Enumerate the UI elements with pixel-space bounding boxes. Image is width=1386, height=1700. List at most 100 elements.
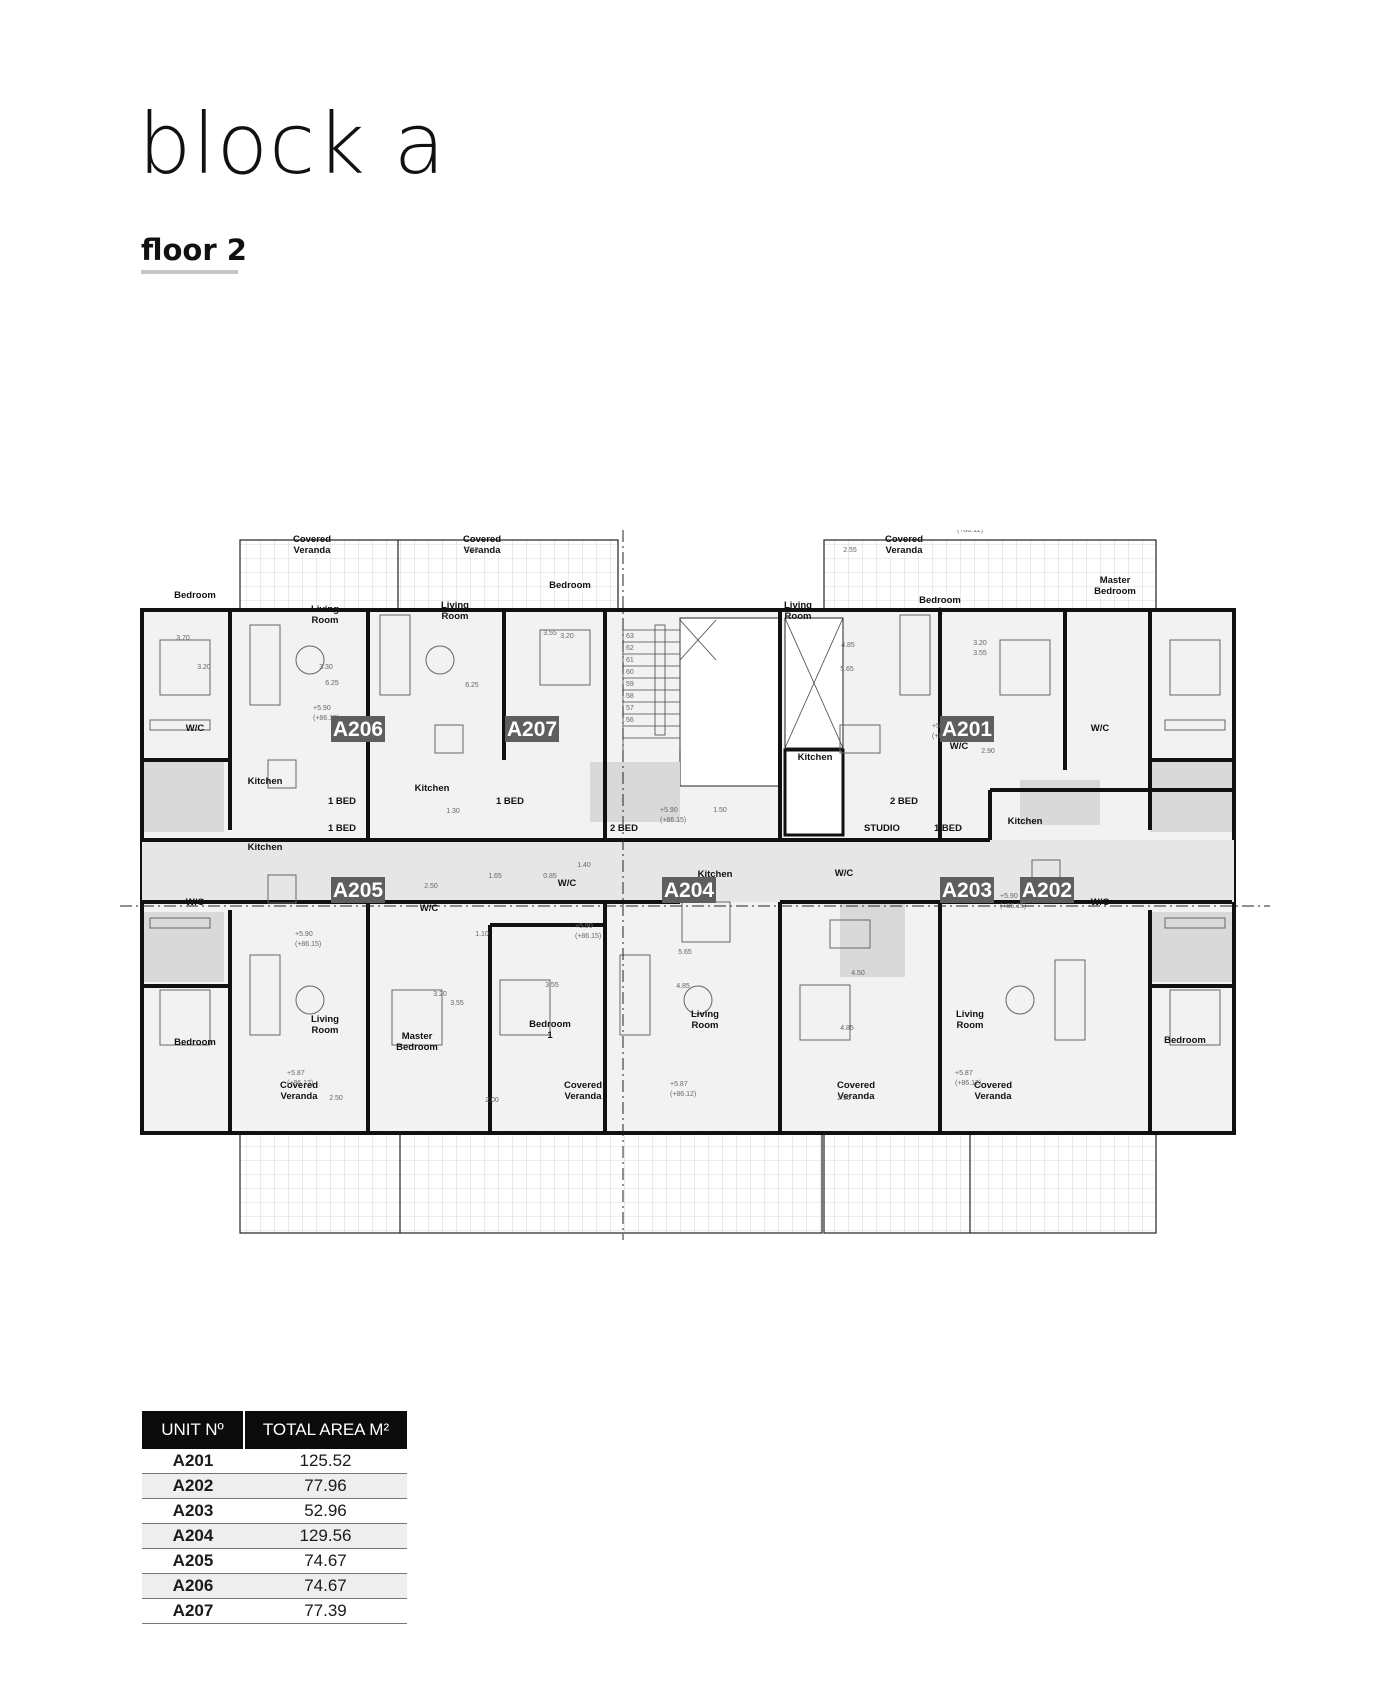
svg-text:2.55: 2.55 [843, 547, 857, 554]
unit-label-a203[interactable]: A203 [940, 877, 994, 903]
svg-text:Kitchen: Kitchen [415, 783, 450, 794]
svg-text:1 BED: 1 BED [496, 796, 524, 807]
svg-text:W/C: W/C [186, 723, 205, 734]
area-cell: 125.52 [244, 1449, 407, 1474]
unit-label-a207[interactable]: A207 [505, 716, 559, 742]
svg-text:3.55: 3.55 [450, 1000, 464, 1007]
floor-subtitle: floor 2 [141, 233, 247, 267]
svg-text:3.30: 3.30 [319, 664, 333, 671]
svg-text:(+86.15): (+86.15) [1000, 903, 1026, 910]
svg-text:56: 56 [626, 717, 634, 724]
svg-text:3.55: 3.55 [545, 982, 559, 989]
axis-lines [120, 530, 1270, 1240]
svg-text:(+86.12): (+86.12) [670, 1091, 696, 1098]
unit-label-a206[interactable]: A206 [331, 716, 385, 742]
area-cell: 52.96 [244, 1498, 407, 1524]
svg-text:W/C: W/C [950, 741, 969, 752]
svg-text:Bedroom: Bedroom [549, 580, 591, 591]
svg-text:4.85: 4.85 [676, 983, 690, 990]
svg-text:1.40: 1.40 [577, 862, 591, 869]
svg-text:4.50: 4.50 [851, 970, 865, 977]
building-outline [140, 608, 1236, 1135]
svg-text:W/C: W/C [835, 868, 854, 879]
svg-text:6.25: 6.25 [325, 680, 339, 687]
svg-text:1.65: 1.65 [488, 873, 502, 880]
svg-text:A207: A207 [507, 718, 557, 741]
svg-text:(+86.15): (+86.15) [575, 933, 601, 940]
svg-text:58: 58 [626, 693, 634, 700]
svg-text:1 BED: 1 BED [328, 796, 356, 807]
svg-text:(+86.12): (+86.12) [287, 1080, 313, 1087]
svg-text:A204: A204 [664, 879, 715, 902]
svg-text:60: 60 [626, 669, 634, 676]
svg-text:6.25: 6.25 [465, 682, 479, 689]
svg-text:2 BED: 2 BED [890, 796, 918, 807]
area-cell: 74.67 [244, 1573, 407, 1599]
stair-step-numbers: 63 62 61 60 59 58 57 56 [626, 633, 634, 724]
svg-text:59: 59 [626, 681, 634, 688]
svg-text:2.90: 2.90 [981, 748, 995, 755]
svg-text:+5.90: +5.90 [575, 923, 593, 930]
svg-text:0.85: 0.85 [543, 873, 557, 880]
svg-text:62: 62 [626, 645, 634, 652]
svg-text:Kitchen: Kitchen [248, 776, 283, 787]
svg-text:1.10: 1.10 [475, 931, 489, 938]
svg-text:A201: A201 [942, 718, 993, 741]
svg-text:W/C: W/C [1091, 723, 1110, 734]
svg-text:+5.90: +5.90 [1000, 893, 1018, 900]
svg-text:4.85: 4.85 [841, 642, 855, 649]
unit-cell: A203 [142, 1498, 244, 1524]
page-title: block a [138, 95, 447, 193]
dimension-labels: 3.70 3.20 3.30 6.25 6.25 2.55 3.55 3.20 … [176, 547, 995, 1104]
area-cell: 74.67 [244, 1548, 407, 1574]
svg-text:2 BED: 2 BED [610, 823, 638, 834]
unit-label-a204[interactable]: A204 [662, 877, 716, 903]
svg-text:W/C: W/C [1091, 897, 1110, 908]
svg-text:A202: A202 [1022, 879, 1072, 902]
unit-label-a205[interactable]: A205 [331, 877, 385, 903]
svg-text:5.65: 5.65 [678, 949, 692, 956]
svg-text:57: 57 [626, 705, 634, 712]
svg-text:61: 61 [626, 657, 634, 664]
svg-text:A206: A206 [333, 718, 383, 741]
svg-text:1 BED: 1 BED [328, 823, 356, 834]
svg-text:(+86.12): (+86.12) [957, 530, 983, 534]
svg-text:(+86.15): (+86.15) [660, 817, 686, 824]
subtitle-underline [141, 270, 238, 274]
header-unit-no: UNIT Nº [142, 1411, 245, 1449]
unit-label-a202[interactable]: A202 [1020, 877, 1074, 903]
unit-label-a201[interactable]: A201 [940, 716, 994, 742]
svg-text:2.00: 2.00 [485, 1097, 499, 1104]
svg-text:5.65: 5.65 [840, 666, 854, 673]
table-header-row: UNIT Nº TOTAL AREA M² [142, 1411, 407, 1449]
wet-rooms [144, 762, 1232, 982]
svg-text:1.30: 1.30 [446, 808, 460, 815]
svg-text:3.20: 3.20 [197, 664, 211, 671]
svg-text:63: 63 [626, 633, 634, 640]
svg-text:Kitchen: Kitchen [1008, 816, 1043, 827]
area-cell: 77.96 [244, 1473, 407, 1499]
svg-text:Bedroom: Bedroom [1164, 1035, 1206, 1046]
svg-text:3.55: 3.55 [973, 650, 987, 657]
svg-text:+5.87: +5.87 [287, 1070, 305, 1077]
svg-text:(+86.15): (+86.15) [295, 941, 321, 948]
svg-text:Bedroom: Bedroom [174, 1037, 216, 1048]
svg-text:Kitchen: Kitchen [248, 842, 283, 853]
svg-text:1.50: 1.50 [713, 807, 727, 814]
svg-text:Kitchen: Kitchen [698, 869, 733, 880]
unit-type-tags: 1 BED 1 BED 1 BED 1 BED 2 BED 2 BED STUD… [328, 796, 962, 834]
